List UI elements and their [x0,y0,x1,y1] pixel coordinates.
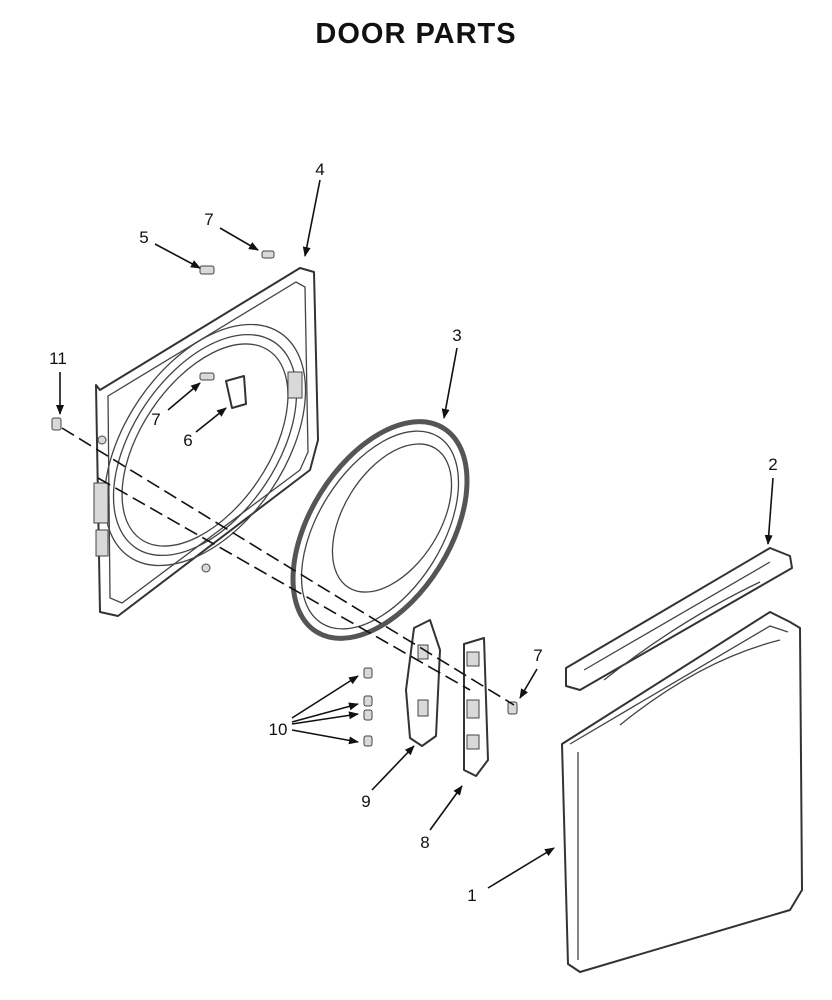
callout-10: 10 [268,720,288,739]
door-window-ring [290,419,470,641]
callout-4: 4 [315,160,325,179]
callout-1: 1 [467,886,477,905]
screws [51,250,518,715]
callout-5: 5 [139,228,149,247]
callout-7-top: 7 [204,210,214,229]
inner-door-frame [93,267,319,617]
outer-door-panel [561,611,803,973]
callout-8: 8 [420,833,430,852]
bushings [363,667,373,747]
callout-2: 2 [768,455,778,474]
hinge-bracket-8 [463,637,489,777]
door-handle-trim [565,547,793,691]
leader-arrows [56,179,774,889]
callout-3: 3 [452,326,462,345]
callout-7-mid: 7 [151,410,161,429]
callout-9: 9 [361,792,371,811]
assembly-line-lower [97,477,471,691]
hinge-bracket-9 [405,619,441,747]
assembly-line-upper [61,427,515,706]
callout-6: 6 [183,431,193,450]
callout-7-right: 7 [533,646,543,665]
callout-11: 11 [49,349,67,368]
page-title: DOOR PARTS [315,18,517,50]
